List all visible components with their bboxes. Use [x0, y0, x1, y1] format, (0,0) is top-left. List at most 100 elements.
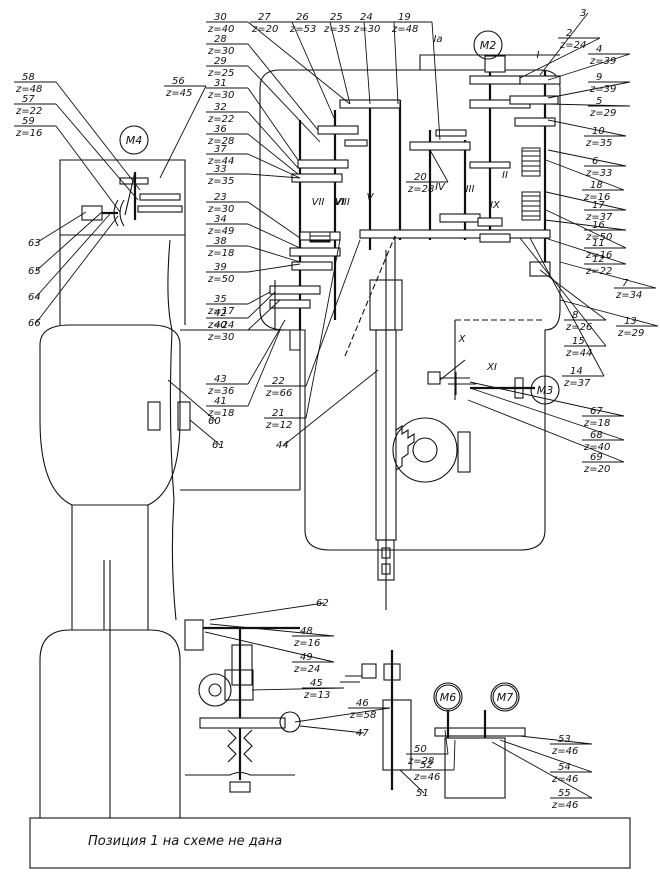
part-number: 39: [214, 262, 227, 273]
tooth-count: z=28: [207, 136, 234, 147]
leader-line: [399, 769, 425, 794]
leader-line: [247, 245, 301, 263]
leader-line: [55, 125, 121, 213]
tooth-count: z=46: [413, 772, 440, 783]
leader-line: [363, 21, 371, 105]
leader-line: [519, 237, 607, 347]
leader-line: [247, 65, 321, 143]
part-number: 41: [214, 396, 227, 407]
leader-line: [294, 707, 391, 723]
shaft-label: Ia: [433, 34, 442, 45]
leader-line: [251, 687, 345, 691]
part-number: 59: [22, 116, 35, 127]
leader-line: [547, 119, 627, 137]
tooth-count: z=39: [589, 84, 616, 95]
leader-line: [209, 623, 335, 637]
part-number: 14: [570, 366, 583, 377]
tooth-count: z=30: [353, 24, 380, 35]
leader-line: [491, 741, 593, 799]
leader-line: [204, 631, 335, 663]
part-number: 17: [592, 200, 605, 211]
tooth-count: z=58: [349, 710, 376, 721]
part-number: 36: [214, 124, 227, 135]
tooth-count: z=50: [207, 274, 234, 285]
clamp-drive: [184, 619, 301, 793]
part-number: 11: [592, 238, 605, 249]
leader-line: [247, 291, 271, 305]
tooth-count: z=30: [207, 332, 234, 343]
tooth-count: z=16: [293, 638, 320, 649]
leader-line: [247, 153, 301, 179]
part-number: 68: [590, 430, 603, 441]
leader-line: [519, 37, 601, 79]
leader-line: [159, 85, 207, 179]
leader-line: [247, 111, 299, 169]
leader-line: [305, 239, 341, 419]
part-number: 58: [22, 72, 35, 83]
spindle-assembly: [369, 250, 471, 610]
tooth-count: z=20: [251, 24, 278, 35]
leader-line: [247, 291, 276, 319]
motors: [119, 30, 560, 712]
part-number: 15: [572, 336, 585, 347]
leader-line: [547, 53, 631, 81]
leader-line: [247, 223, 301, 249]
leader-line: [453, 739, 456, 771]
leader-line: [329, 21, 351, 105]
leader-line: [469, 387, 625, 441]
leader-line: [283, 369, 379, 446]
part-number: 34: [214, 214, 227, 225]
shaft-label: IX: [490, 200, 501, 211]
leader-line: [467, 399, 625, 463]
leader-line: [444, 729, 449, 755]
part-number: 30: [214, 12, 227, 23]
part-number: 37: [214, 144, 227, 155]
tooth-count: z=40: [583, 442, 610, 453]
leader-line: [547, 103, 631, 107]
part-number: 52: [420, 760, 433, 771]
tooth-count: z=49: [207, 226, 234, 237]
tooth-count: z=30: [207, 90, 234, 101]
tooth-count: z=46: [551, 746, 578, 757]
leader-line: [247, 319, 286, 385]
part-number: 55: [558, 788, 571, 799]
part-number: 66: [28, 318, 41, 329]
gear-shafts: [269, 55, 561, 357]
tooth-count: z=33: [585, 168, 612, 179]
leader-line: [291, 21, 336, 121]
tooth-count: z=44: [565, 348, 592, 359]
leader-line: [299, 725, 365, 734]
leader-line: [393, 21, 399, 105]
shaft-label: V: [367, 192, 375, 203]
tooth-count: z=30: [207, 46, 234, 57]
tooth-count: z=13: [303, 690, 330, 701]
tooth-count: z=46: [551, 800, 578, 811]
tooth-count: z=22: [15, 106, 42, 117]
part-number: 27: [258, 12, 271, 23]
tooth-count: z=18: [583, 418, 610, 429]
leader-lines: [14, 12, 659, 799]
shaft-label: IV: [435, 182, 446, 193]
leader-line: [35, 215, 119, 324]
part-number: 7: [622, 278, 629, 289]
feed-mechanism: [427, 319, 545, 400]
shaft-label: VII: [312, 197, 325, 208]
caption: Позиция 1 на схеме не дана: [88, 834, 283, 849]
tooth-count: z=37: [563, 378, 591, 389]
part-number: 49: [300, 652, 313, 663]
tooth-count: z=28: [407, 756, 434, 767]
part-number: 57: [22, 94, 35, 105]
tooth-count: z=12: [265, 420, 292, 431]
tooth-count: z=24: [559, 40, 586, 51]
leader-line: [559, 261, 657, 289]
tooth-count: z=25: [207, 68, 234, 79]
leader-line: [247, 329, 281, 407]
leader-line: [545, 191, 627, 211]
part-number: 69: [590, 452, 603, 463]
leader-line: [539, 269, 607, 321]
leader-line: [35, 211, 103, 272]
part-number: 64: [28, 292, 41, 303]
part-number: 20: [414, 172, 427, 183]
